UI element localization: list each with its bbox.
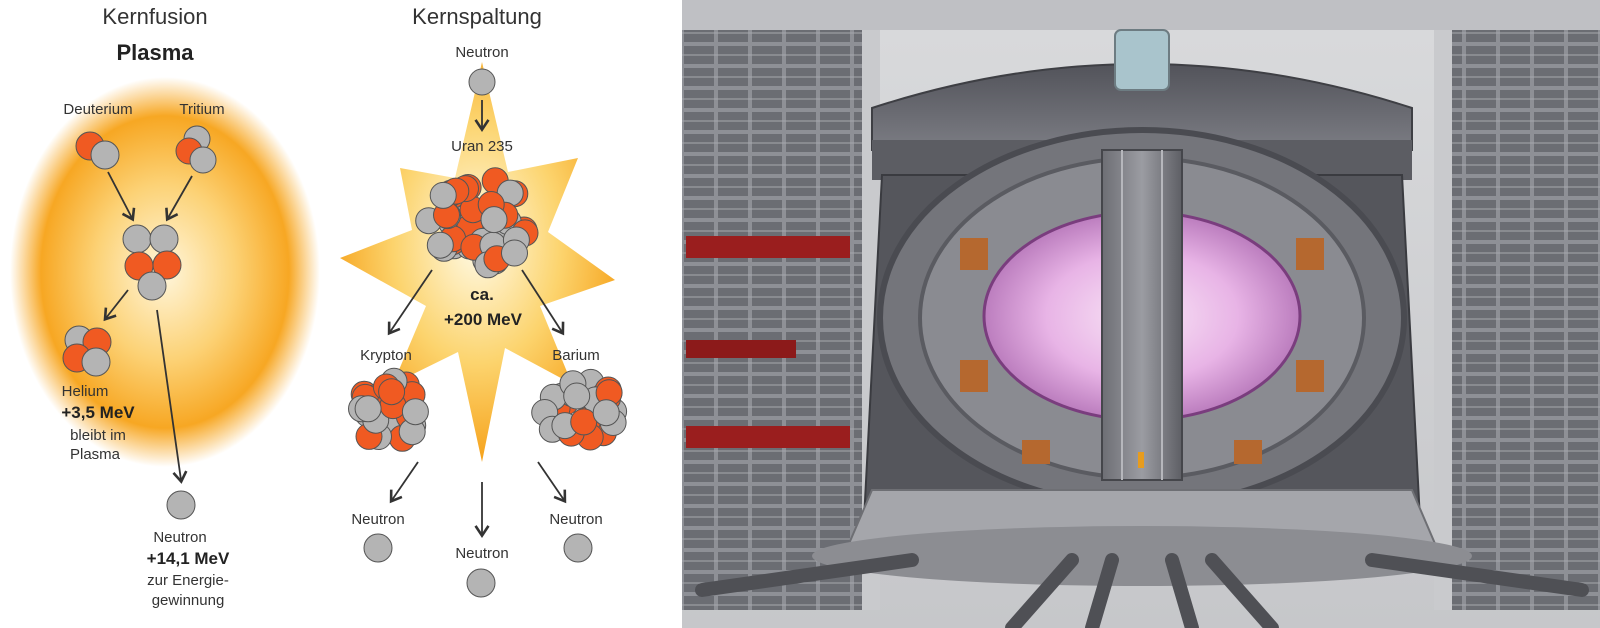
tritium-nucleus bbox=[175, 125, 217, 174]
krypton-label: Krypton bbox=[360, 347, 412, 364]
fission-title: Kernspaltung bbox=[412, 4, 542, 29]
neutron-left bbox=[363, 533, 393, 563]
red-racks bbox=[686, 236, 850, 448]
arrow-krypton bbox=[387, 269, 433, 336]
barium-label: Barium bbox=[552, 347, 600, 364]
nucleon bbox=[429, 181, 457, 209]
arrow-barium bbox=[521, 269, 565, 336]
neutron-left-label: Neutron bbox=[351, 511, 404, 528]
nucleon bbox=[480, 206, 508, 234]
neutron-right bbox=[563, 533, 593, 563]
helium-note-2: Plasma bbox=[70, 446, 121, 463]
helium-energy: +3,5 MeV bbox=[61, 403, 135, 422]
right-structure bbox=[1452, 30, 1600, 610]
fission-energy-2: +200 MeV bbox=[444, 310, 523, 329]
worker-figure bbox=[1138, 452, 1144, 468]
fusion-title: Kernfusion bbox=[102, 4, 207, 29]
central-solenoid bbox=[1101, 149, 1183, 481]
deuterium-label: Deuterium bbox=[63, 101, 132, 118]
fusion-neutron-label: Neutron bbox=[153, 529, 206, 546]
helium-label: Helium bbox=[62, 383, 109, 400]
cryostat-dome bbox=[871, 63, 1413, 151]
nucleon bbox=[592, 399, 620, 427]
support-pipes bbox=[695, 553, 1589, 628]
arrow-neutron-fusion bbox=[156, 309, 188, 484]
copper-coils bbox=[960, 238, 1324, 464]
fission-panel: Kernspaltung Neutron Uran 235 ca. +200 M… bbox=[340, 4, 628, 598]
barium-nucleus bbox=[531, 368, 628, 451]
fusion-panel: Kernfusion Plasma Deuterium Tritium bbox=[10, 4, 320, 609]
compound-nucleus bbox=[122, 224, 182, 301]
arrow-deuterium bbox=[107, 171, 136, 222]
nucleon bbox=[401, 398, 429, 426]
nucleon bbox=[378, 378, 406, 406]
helium-nucleus bbox=[62, 325, 112, 377]
nucleon bbox=[563, 382, 591, 410]
nucleon bbox=[354, 395, 382, 423]
helium-note-1: bleibt im bbox=[70, 427, 126, 444]
tritium-label: Tritium bbox=[179, 101, 224, 118]
tokamak-reactor-cutaway bbox=[682, 0, 1600, 628]
uranium-label: Uran 235 bbox=[451, 138, 513, 155]
krypton-nucleus bbox=[348, 367, 429, 452]
arrow-neutron-left bbox=[389, 461, 419, 504]
fusion-neutron bbox=[166, 490, 196, 520]
fusion-neutron-note-2: gewinnung bbox=[152, 592, 225, 609]
fission-energy-1: ca. bbox=[470, 285, 494, 304]
fission-neutron-in-label: Neutron bbox=[455, 44, 508, 61]
neutron-center bbox=[466, 568, 496, 598]
arrow-neutron-right bbox=[537, 461, 567, 504]
arrow-tritium bbox=[165, 175, 193, 222]
uranium-nucleus bbox=[415, 167, 539, 279]
fission-neutron-in bbox=[468, 68, 496, 96]
arrow-helium bbox=[103, 289, 129, 322]
fusion-neutron-note-1: zur Energie- bbox=[147, 572, 229, 589]
nuclear-reactions-diagram: Kernfusion Plasma Deuterium Tritium bbox=[10, 4, 628, 609]
fusion-neutron-energy: +14,1 MeV bbox=[147, 549, 230, 568]
deuterium-nucleus bbox=[75, 131, 120, 170]
neutron-center-label: Neutron bbox=[455, 545, 508, 562]
nucleon bbox=[501, 239, 528, 267]
left-structure bbox=[682, 30, 862, 610]
plasma-label: Plasma bbox=[116, 40, 194, 65]
neutron-right-label: Neutron bbox=[549, 511, 602, 528]
nucleon bbox=[426, 231, 454, 259]
